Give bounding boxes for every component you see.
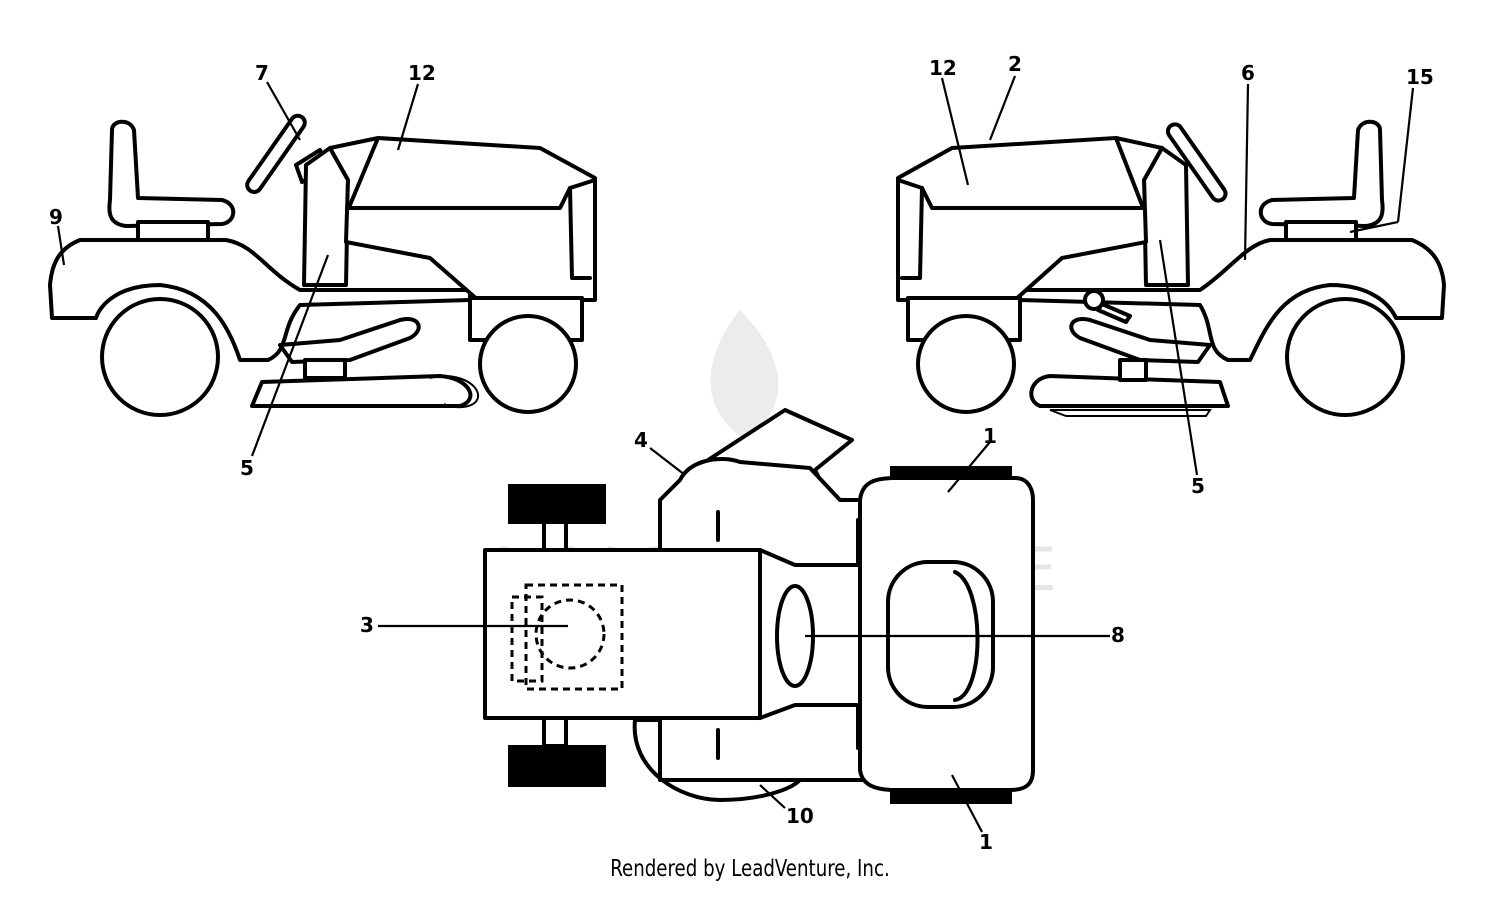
leader-lines bbox=[56, 75, 1415, 833]
callout-left-9: 9 bbox=[49, 205, 63, 229]
right-side-view bbox=[896, 119, 1446, 417]
callout-top-10: 10 bbox=[786, 804, 814, 828]
callout-top-8: 8 bbox=[1111, 623, 1125, 647]
callout-right-15: 15 bbox=[1406, 65, 1434, 89]
callout-top-4: 4 bbox=[634, 428, 648, 452]
callout-left-7: 7 bbox=[255, 61, 269, 85]
footer-credit: Rendered by LeadVenture, Inc. bbox=[610, 856, 890, 882]
callouts: 7 12 9 5 12 2 6 15 5 4 1 3 8 10 1 bbox=[49, 52, 1434, 854]
top-view bbox=[483, 408, 1035, 804]
callout-right-5: 5 bbox=[1191, 474, 1205, 498]
callout-top-1b: 1 bbox=[979, 830, 993, 854]
callout-right-2: 2 bbox=[1008, 52, 1022, 76]
left-side-view bbox=[48, 113, 597, 417]
callout-right-12: 12 bbox=[929, 56, 957, 80]
callout-top-3: 3 bbox=[360, 613, 374, 637]
callout-right-6: 6 bbox=[1241, 61, 1255, 85]
callout-left-5: 5 bbox=[240, 456, 254, 480]
callout-left-12: 12 bbox=[408, 61, 436, 85]
callout-top-1: 1 bbox=[983, 424, 997, 448]
